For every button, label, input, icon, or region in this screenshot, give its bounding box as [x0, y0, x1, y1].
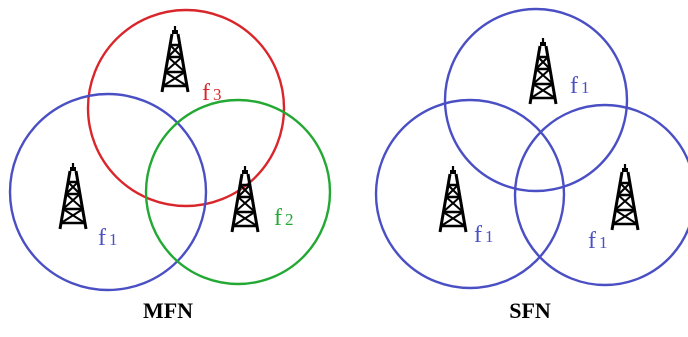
mfn-cell-right: [144, 98, 332, 286]
tower-icon: [610, 162, 640, 232]
mfn-caption: MFN: [143, 298, 193, 323]
tower-icon: [58, 161, 88, 231]
mfn-cell-left: [8, 92, 208, 292]
sfn-cell-right: [513, 103, 688, 287]
sfn-cell-top: [443, 7, 629, 193]
sfn-caption: SFN: [509, 298, 551, 323]
tower-icon: [230, 164, 260, 234]
tower-icon: [528, 36, 558, 106]
mfn-cell-top: [86, 8, 286, 208]
tower-icon: [438, 164, 468, 234]
sfn-cell-left: [374, 98, 566, 290]
tower-icon: [160, 24, 190, 94]
